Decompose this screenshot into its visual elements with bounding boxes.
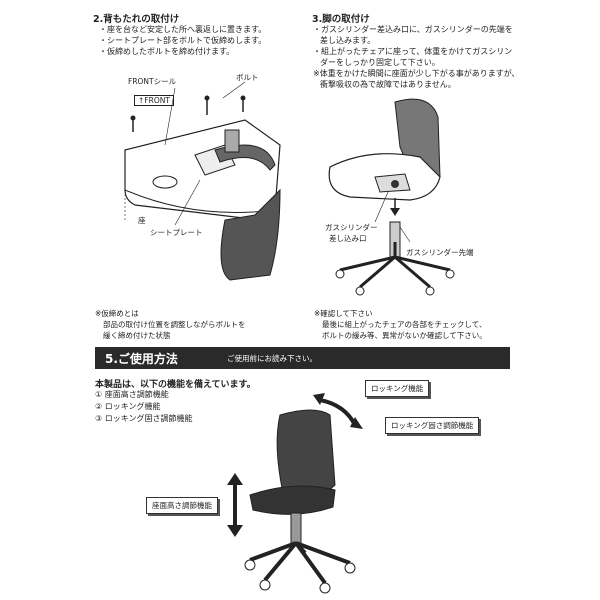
leg-attach-illustration bbox=[328, 98, 455, 296]
callout-rocking-hardness: ロッキング固さ調節機能 bbox=[385, 417, 480, 434]
section2-title: 2.背もたれの取付け bbox=[93, 14, 180, 25]
label-front-text: FRONT bbox=[144, 96, 170, 105]
section5-subtitle: ご使用前にお読み下さい。 bbox=[227, 354, 317, 363]
label-gas-inlet-2: 差し込み口 bbox=[329, 234, 367, 243]
section3-bullet-1: ・ガスシリンダー差込み口に、ガスシリンダーの先端を bbox=[313, 25, 513, 34]
section2-bullet-1: ・座を台など安定した所へ裏返しに置きます。 bbox=[99, 25, 267, 34]
section2-note-line2: 緩く締め付けた状態 bbox=[103, 331, 171, 340]
label-bolt: ボルト bbox=[236, 73, 259, 82]
label-gas-inlet-1: ガスシリンダー bbox=[325, 223, 378, 232]
label-front: ↑FRONT bbox=[134, 95, 174, 106]
label-seat-plate: シートプレート bbox=[150, 228, 203, 237]
label-gas-tip: ガスシリンダー先端 bbox=[406, 248, 474, 257]
section3-bullet-3: ・組上がったチェアに座って、体重をかけてガスシリン bbox=[313, 47, 513, 56]
function-2: ② ロッキング機能 bbox=[95, 402, 161, 411]
section3-bullet-4: ダーをしっかり固定して下さい。 bbox=[320, 58, 440, 67]
section3-title: 3.脚の取付け bbox=[312, 14, 370, 25]
section3-note-line1: 最後に組上がったチェアの各部をチェックして、 bbox=[322, 320, 487, 329]
section5-header-bar: 5.ご使用方法 ご使用前にお読み下さい。 bbox=[95, 347, 510, 369]
section3-bullet-2: 差し込みます。 bbox=[320, 36, 376, 45]
section5-title: 5.ご使用方法 bbox=[105, 352, 178, 366]
label-seat: 座 bbox=[138, 216, 146, 225]
section2-bullet-2: ・シートプレート部をボルトで仮締めします。 bbox=[99, 36, 267, 45]
section2-bullet-3: ・仮締めしたボルトを締め付けます。 bbox=[99, 47, 235, 56]
backrest-attach-illustration bbox=[124, 81, 281, 281]
section2-note-line1: 部品の取付け位置を調整しながらボルトを bbox=[103, 320, 246, 329]
section3-note-line2: ボルトの緩み等、異常がないか確認して下さい。 bbox=[322, 331, 487, 340]
callout-rocking: ロッキング機能 bbox=[365, 380, 430, 397]
label-front-seal: FRONTシール bbox=[128, 77, 177, 86]
callout-seat-height: 座面高さ調節機能 bbox=[146, 497, 218, 514]
office-chair-illustration bbox=[227, 393, 363, 594]
section3-bullet-6: 衝撃吸収の為で故障ではありません。 bbox=[320, 80, 456, 89]
section3-bullet-5: ※体重をかけた瞬間に座面が少し下がる事がありますが、 bbox=[313, 69, 520, 78]
section5-intro: 本製品は、以下の機能を備えています。 bbox=[95, 380, 256, 390]
function-3: ③ ロッキング固さ調節機能 bbox=[95, 414, 193, 423]
section3-note-title: ※確認して下さい bbox=[314, 309, 373, 318]
function-1: ① 座面高さ調節機能 bbox=[95, 390, 169, 399]
section2-note-title: ※仮締めとは bbox=[95, 309, 139, 318]
